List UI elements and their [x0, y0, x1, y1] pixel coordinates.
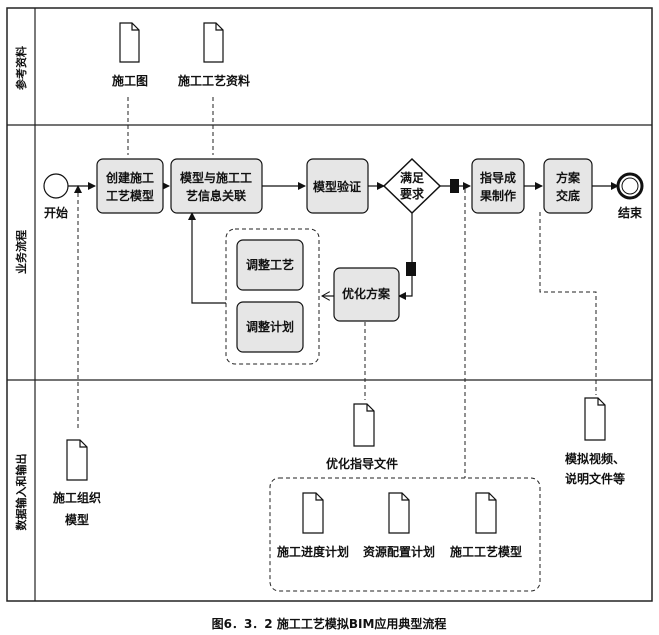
- task-create-model[interactable]: 创建施工 工艺模型: [96, 158, 164, 214]
- task-adjust-process-label: 调整工艺: [246, 257, 294, 272]
- task-handover-line2: 交底: [556, 188, 580, 203]
- task-guide-result[interactable]: 指导成 果制作: [471, 158, 525, 214]
- doc-guide-file[interactable]: 优化指导文件: [326, 403, 398, 471]
- gateway-line1: 满足: [400, 170, 424, 185]
- dashed-associations: [74, 97, 597, 592]
- end-event[interactable]: [616, 172, 644, 200]
- document-icon: [119, 22, 140, 63]
- doc-process-material[interactable]: 施工工艺资料: [178, 22, 250, 88]
- doc-construction-drawing[interactable]: 施工图: [112, 22, 148, 88]
- document-icon: [388, 492, 410, 534]
- task-handover-line1: 方案: [556, 170, 581, 185]
- document-icon: [302, 492, 324, 534]
- task-create-model-line1: 创建施工: [105, 170, 154, 185]
- gateway-line2: 要求: [400, 186, 425, 201]
- task-optimize-label: 优化方案: [342, 286, 391, 301]
- doc-process-material-label: 施工工艺资料: [178, 73, 250, 88]
- doc-schedule-plan[interactable]: 施工进度计划: [277, 492, 349, 559]
- doc-sim-video-line2: 说明文件等: [565, 471, 625, 486]
- flow-marker-gateway-right: [450, 179, 459, 193]
- document-icon: [353, 403, 375, 447]
- task-adjust-plan[interactable]: 调整计划: [236, 301, 304, 353]
- start-label: 开始: [44, 205, 68, 220]
- document-icon: [584, 397, 606, 441]
- doc-resource-plan-label: 资源配置计划: [363, 544, 435, 559]
- doc-sim-video-line1: 模拟视频、: [565, 451, 625, 466]
- start-event[interactable]: [43, 173, 69, 199]
- lane-label-business: 业务流程: [14, 230, 28, 274]
- task-associate-line1: 模型与施工工: [180, 170, 252, 185]
- figure-caption: 图6．3．2 施工工艺模拟BIM应用典型流程: [212, 616, 447, 631]
- task-optimize[interactable]: 优化方案: [333, 267, 400, 322]
- gateway-meets-requirement[interactable]: 满足 要求: [382, 157, 442, 215]
- document-icon: [203, 22, 224, 63]
- flow-marker-gateway-down: [406, 262, 416, 276]
- doc-guide-file-label: 优化指导文件: [326, 456, 398, 471]
- task-associate-line2: 艺信息关联: [186, 188, 246, 203]
- doc-process-model[interactable]: 施工工艺模型: [450, 492, 522, 559]
- document-icon: [66, 439, 88, 481]
- lane-label-reference: 参考资料: [14, 46, 28, 90]
- task-adjust-process[interactable]: 调整工艺: [236, 239, 304, 291]
- doc-org-model-line1: 施工组织: [53, 490, 101, 505]
- task-verify[interactable]: 模型验证: [306, 158, 369, 214]
- doc-resource-plan[interactable]: 资源配置计划: [363, 492, 435, 559]
- end-label: 结束: [618, 205, 643, 220]
- task-associate[interactable]: 模型与施工工 艺信息关联: [170, 158, 263, 214]
- swimlane-frame: [6, 7, 653, 602]
- task-adjust-plan-label: 调整计划: [246, 319, 294, 334]
- doc-schedule-plan-label: 施工进度计划: [277, 544, 349, 559]
- lane-label-data: 数据输入和输出: [14, 454, 28, 531]
- doc-org-model[interactable]: 施工组织 模型: [53, 439, 101, 527]
- document-icon: [475, 492, 497, 534]
- sequence-flows: [68, 182, 619, 304]
- task-guide-result-line1: 指导成: [480, 170, 516, 185]
- task-guide-result-line2: 果制作: [479, 188, 516, 203]
- doc-process-model-label: 施工工艺模型: [450, 544, 522, 559]
- task-verify-label: 模型验证: [313, 179, 361, 194]
- task-handover[interactable]: 方案 交底: [543, 158, 593, 214]
- doc-org-model-line2: 模型: [65, 512, 89, 527]
- doc-sim-video[interactable]: 模拟视频、 说明文件等: [565, 397, 625, 486]
- doc-construction-drawing-label: 施工图: [112, 73, 148, 88]
- task-create-model-line2: 工艺模型: [106, 188, 154, 203]
